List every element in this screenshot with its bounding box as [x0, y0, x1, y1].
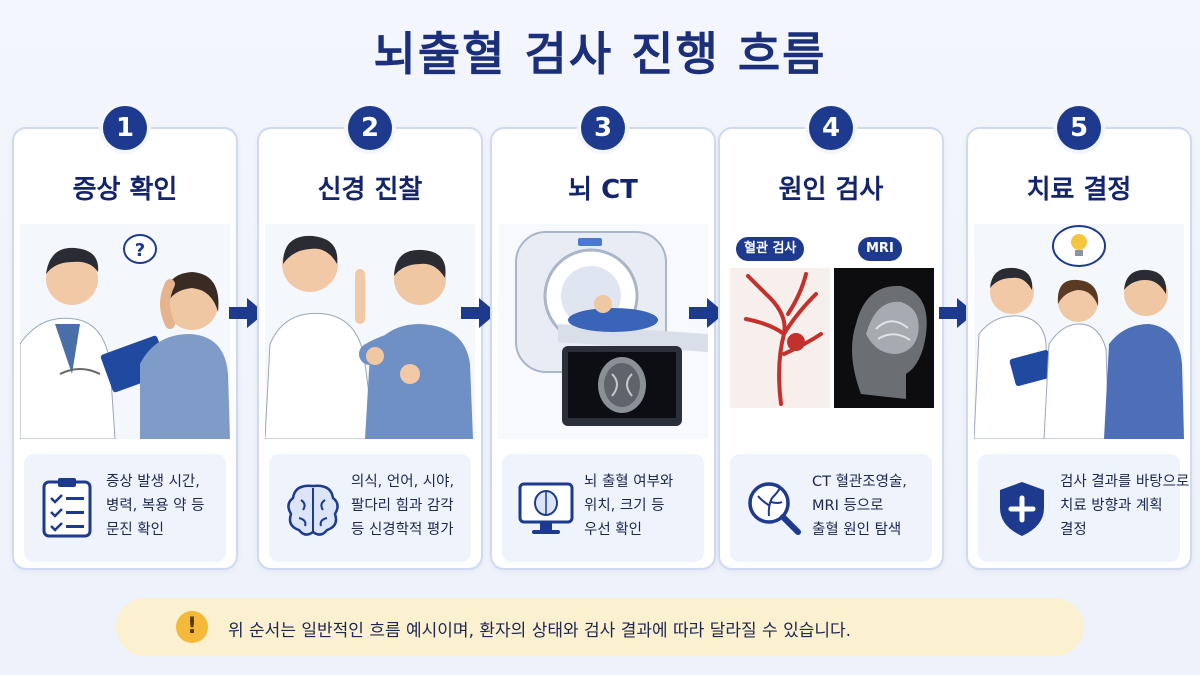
step-description-box: 뇌 출혈 여부와 위치, 크기 등 우선 확인 [502, 454, 704, 562]
step-card-2: 신경 진찰 의식, 언어, 시야, 팔다리 힘과 감각 등 신경학적 평가 [257, 127, 483, 570]
step-description-box: CT 혈관조영술, MRI 등으로 출혈 원인 탐색 [730, 454, 932, 562]
step-description: 검사 결과를 바탕으로 치료 방향과 계획 결정 [1060, 474, 1190, 538]
arrow-right-icon [461, 298, 497, 328]
step-description: CT 혈관조영술, MRI 등으로 출혈 원인 탐색 [812, 474, 907, 538]
step-number-badge: 4 [809, 106, 853, 150]
monitor-brain-icon [518, 482, 574, 534]
disclaimer-note: ! 위 순서는 일반적인 흐름 예시이며, 환자의 상태와 검사 결과에 따라 … [116, 598, 1084, 656]
step-number-badge: 3 [581, 106, 625, 150]
page-title: 뇌출혈 검사 진행 흐름 [373, 27, 827, 81]
step-description-box: 증상 발생 시간, 병력, 복용 약 등 문진 확인 [24, 454, 226, 562]
arrow-right-icon [689, 298, 725, 328]
clipboard-checklist-icon [42, 478, 92, 538]
magnifier-vessel-icon [748, 482, 801, 535]
step-card-1: 증상 확인 ? 증상 발생 시간, 병력, 복용 약 등 문진 확인 [12, 127, 238, 570]
ct-scanner-illustration [498, 224, 708, 439]
mri-label: MRI [858, 237, 902, 261]
step-title: 뇌 CT [568, 175, 638, 205]
step-card-4: 원인 검사 혈관 검사 MRI CT 혈관조영술, MRI 등으로 출혈 원인 … [718, 127, 944, 570]
step-description-box: 의식, 언어, 시야, 팔다리 힘과 감각 등 신경학적 평가 [269, 454, 471, 562]
step-card-5: 치료 결정 검사 결과를 바탕으로 치료 방향과 계획 결정 [966, 127, 1192, 570]
step-title: 신경 진찰 [317, 175, 423, 205]
step-title: 치료 결정 [1026, 175, 1132, 205]
step-number-badge: 2 [348, 106, 392, 150]
shield-plus-icon [1000, 482, 1044, 536]
step-card-3: 뇌 CT 뇌 출혈 여부와 위치, 크기 등 우선 확인 [490, 127, 716, 570]
step-description: 의식, 언어, 시야, 팔다리 힘과 감각 등 신경학적 평가 [351, 474, 455, 538]
neurological-exam-illustration [265, 224, 475, 439]
vessel-test-label: 혈관 검사 [736, 237, 805, 261]
step-description-box: 검사 결과를 바탕으로 치료 방향과 계획 결정 [978, 454, 1190, 562]
step-title: 증상 확인 [72, 175, 178, 205]
svg-text:?: ? [135, 240, 145, 261]
step-description: 뇌 출혈 여부와 위치, 크기 등 우선 확인 [584, 474, 674, 538]
warning-icon: ! [176, 611, 208, 643]
brain-icon [287, 484, 339, 536]
step-title: 원인 검사 [778, 175, 884, 205]
treatment-decision-illustration [974, 224, 1184, 439]
disclaimer-text: 위 순서는 일반적인 흐름 예시이며, 환자의 상태와 검사 결과에 따라 달라… [228, 621, 852, 641]
step-description: 증상 발생 시간, 병력, 복용 약 등 문진 확인 [106, 474, 205, 538]
symptom-check-illustration: ? [20, 224, 230, 439]
arrow-right-icon [229, 298, 265, 328]
step-number-badge: 1 [103, 106, 147, 150]
step-number-badge: 5 [1057, 106, 1101, 150]
